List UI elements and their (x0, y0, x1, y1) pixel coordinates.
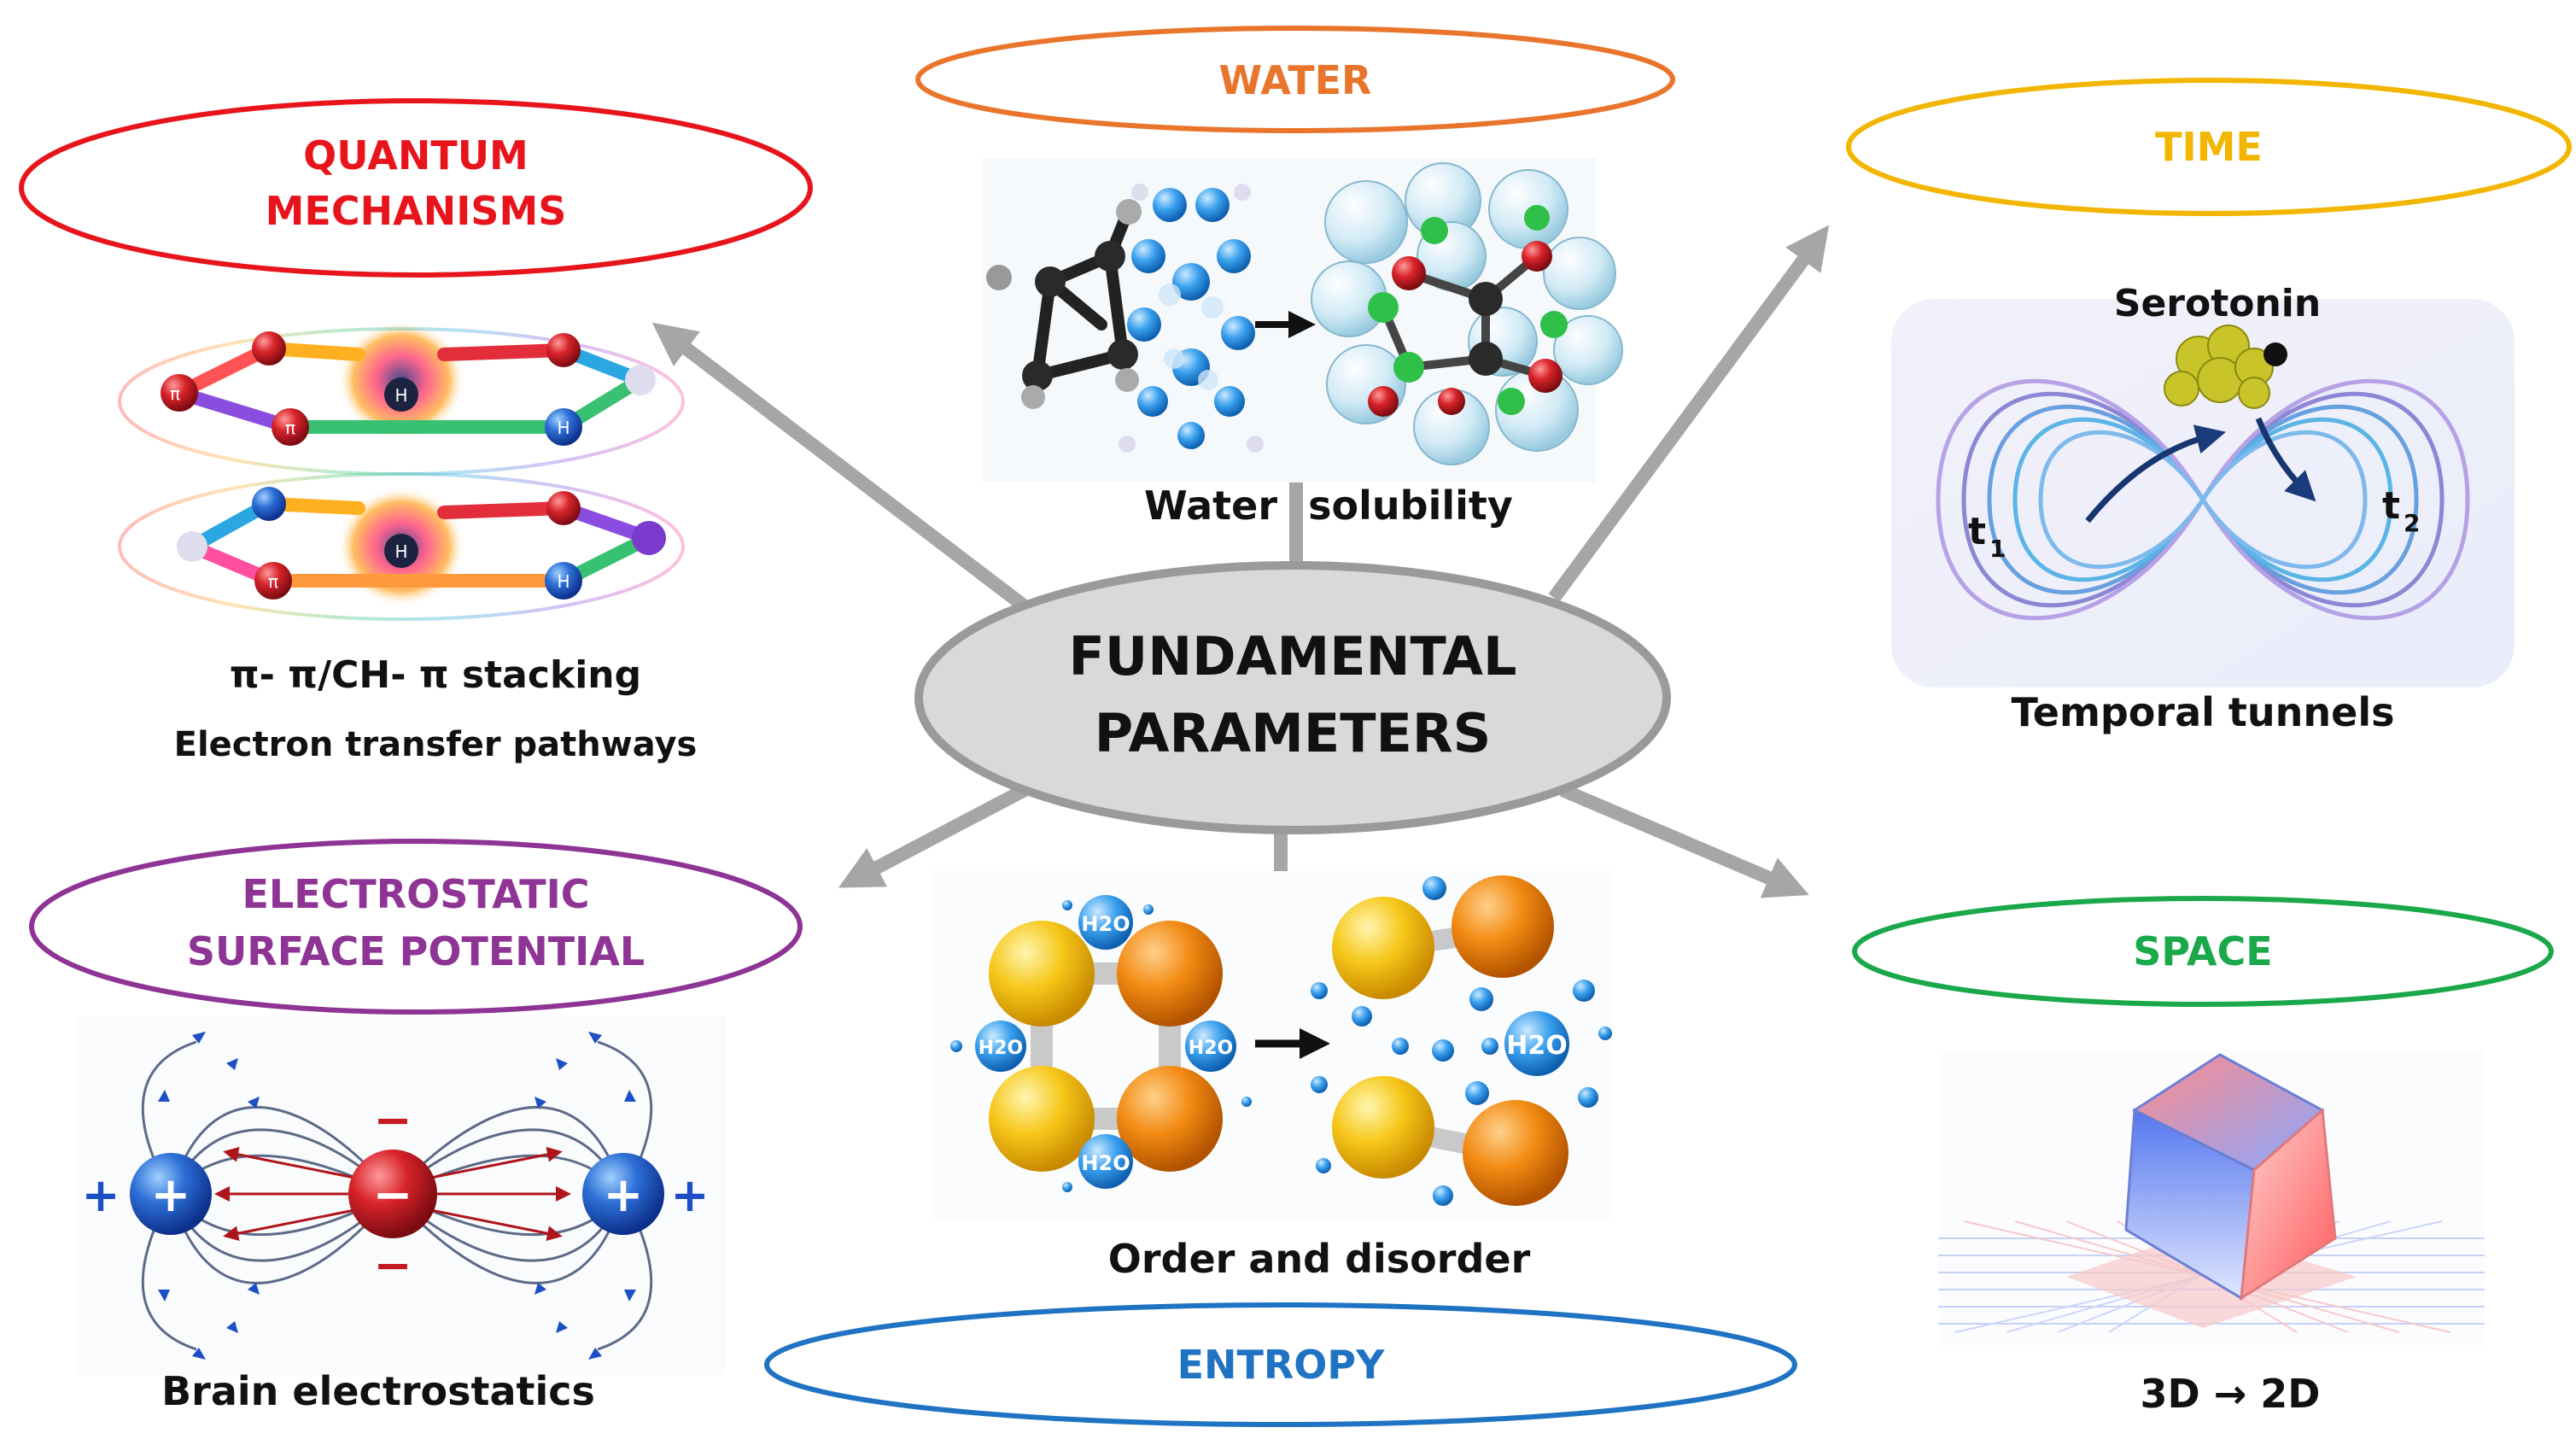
order-disorder-illustration: H2O H2O H2O H2O H2O (931, 871, 1614, 1221)
water-caption-b: solubility (1308, 483, 1513, 529)
t1-subscript: 1 (1989, 535, 2006, 563)
field-lines-illustration: + − + + + − − (77, 1016, 726, 1375)
quantum-title-line1: QUANTUM (303, 132, 529, 178)
t2-label: t (2382, 484, 2400, 528)
h2o-label-3: H2O (1189, 1038, 1233, 1059)
electrostatic-title-line2: SURFACE POTENTIAL (187, 928, 645, 974)
stacking-illustration: π π H H π H H (118, 320, 685, 621)
space-title-ellipse (1852, 896, 2554, 1007)
time-title-ellipse (1846, 78, 2572, 216)
electrostatic-title-line1: ELECTROSTATIC (242, 871, 589, 917)
time-caption: Temporal tunnels (2011, 689, 2394, 735)
outer-plus-right: + (670, 1168, 709, 1222)
cube-projection-illustration (1938, 1050, 2485, 1345)
t1-label: t (1968, 510, 1986, 553)
quantum-node: QUANTUM MECHANISMS (19, 98, 813, 764)
serotonin-label: Serotonin (2114, 282, 2321, 325)
quantum-caption-2: Electron transfer pathways (174, 725, 698, 764)
time-title: TIME (2155, 124, 2263, 170)
arrow-to-space (1559, 783, 1809, 898)
center-title-line2: PARAMETERS (1095, 702, 1492, 764)
outer-minus-bottom: − (373, 1238, 412, 1292)
h2o-label-2: H2O (978, 1038, 1023, 1059)
atom-label-pi-1: π (170, 383, 180, 404)
time-node: TIME Serotonin t 1 t 2 Tempo (1846, 78, 2572, 735)
atom-label-h-4: H (557, 571, 570, 592)
arrow-to-time (1548, 225, 1830, 602)
entropy-caption: Order and disorder (1108, 1236, 1531, 1282)
entropy-title: ENTROPY (1177, 1342, 1386, 1388)
quantum-caption-1: π- π/CH- π stacking (230, 653, 641, 697)
h2o-label-1: H2O (1081, 912, 1130, 936)
water-node: WATER (915, 26, 1675, 529)
space-caption: 3D → 2D (2141, 1371, 2321, 1417)
t2-subscript: 2 (2404, 509, 2420, 537)
center-title-line1: FUNDAMENTAL (1069, 625, 1517, 687)
charge-minus-center: − (373, 1167, 413, 1223)
center-ellipse (914, 561, 1671, 834)
entropy-title-ellipse (764, 1302, 1797, 1427)
space-title: SPACE (2133, 928, 2272, 974)
water-title-ellipse (915, 26, 1675, 133)
atom-label-h-3: H (394, 541, 407, 562)
center-node: FUNDAMENTAL PARAMETERS (914, 561, 1671, 834)
water-caption-a: Water (1144, 483, 1277, 529)
outer-minus-top: − (373, 1093, 412, 1147)
electrostatic-node: ELECTROSTATIC SURFACE POTENTIAL (29, 839, 803, 1414)
charge-plus-right: + (604, 1167, 644, 1223)
quantum-title-line2: MECHANISMS (266, 188, 567, 234)
arrow-to-electrostatic (838, 783, 1028, 888)
electrostatic-caption: Brain electrostatics (161, 1368, 595, 1414)
h2o-label-4: H2O (1081, 1151, 1130, 1175)
electrostatic-title-ellipse (29, 839, 803, 1015)
water-solubility-illustration (982, 158, 1623, 483)
water-title: WATER (1219, 57, 1372, 103)
charge-plus-left: + (151, 1167, 191, 1223)
h2o-label-5: H2O (1506, 1031, 1567, 1061)
space-node: SPACE 3D → 2D (1852, 896, 2554, 1417)
atom-label-pi-3: π (268, 571, 278, 592)
outer-plus-left: + (81, 1168, 120, 1222)
atom-label-pi-2: π (285, 418, 295, 438)
arrow-to-quantum (651, 322, 1029, 612)
quantum-title-ellipse (19, 98, 813, 278)
atom-label-h-1: H (394, 385, 407, 406)
entropy-node: H2O H2O H2O H2O H2O (764, 871, 1797, 1427)
atom-label-h-2: H (557, 418, 570, 438)
temporal-tunnel-illustration: Serotonin t 1 t 2 (1891, 282, 2515, 687)
